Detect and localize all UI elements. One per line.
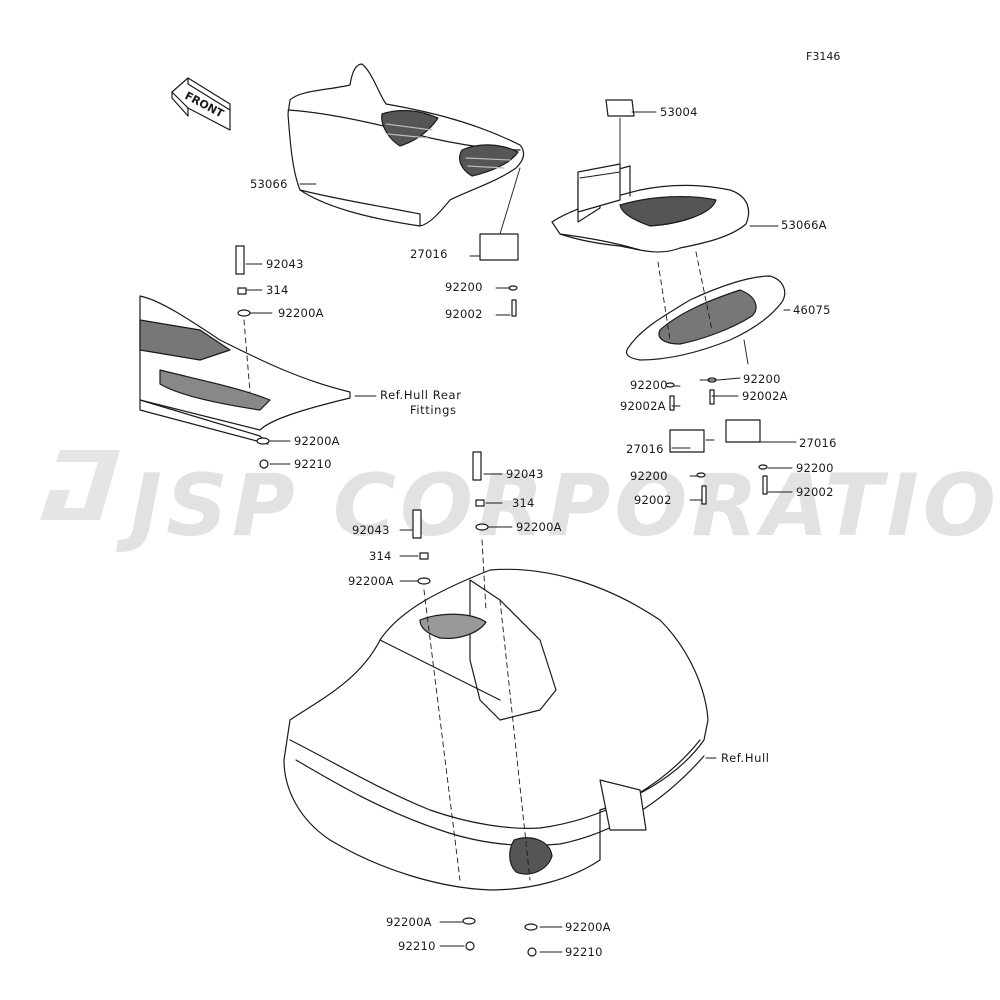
- callout-92200a: 92200A: [278, 306, 324, 320]
- callout-92002a: 92002A: [742, 389, 788, 403]
- callout-92200: 92200: [630, 469, 668, 483]
- seat-front: [287, 63, 525, 227]
- callout-ref-hull-rear: Ref.Hull Rear: [380, 388, 462, 402]
- hull-rear-fittings: [139, 295, 351, 445]
- callout-314: 314: [512, 496, 535, 510]
- callout-46075: 46075: [793, 303, 831, 317]
- callout-92002: 92002: [445, 307, 483, 321]
- callout-92002: 92002: [634, 493, 672, 507]
- hull-body: [283, 568, 709, 891]
- callout-314: 314: [369, 549, 392, 563]
- callout-53066a: 53066A: [781, 218, 827, 232]
- callout-27016: 27016: [410, 247, 448, 261]
- plate-27016-c: [725, 419, 761, 443]
- callout-92200a: 92200A: [565, 920, 611, 934]
- callout-27016: 27016: [799, 436, 837, 450]
- callout-53066: 53066: [250, 177, 288, 191]
- callout-92002: 92002: [796, 485, 834, 499]
- callout-53004: 53004: [660, 105, 698, 119]
- seat-rear: [551, 99, 750, 253]
- fasteners: [235, 245, 768, 957]
- callout-92210: 92210: [294, 457, 332, 471]
- callout-92043: 92043: [506, 467, 544, 481]
- callout-92200: 92200: [796, 461, 834, 475]
- callout-92200a: 92200A: [294, 434, 340, 448]
- callout-92200a: 92200A: [348, 574, 394, 588]
- callout-92200a: 92200A: [516, 520, 562, 534]
- callout-92200a: 92200A: [386, 915, 432, 929]
- callout-92210: 92210: [565, 945, 603, 959]
- callout-92043: 92043: [352, 523, 390, 537]
- figure-code: F3146: [806, 50, 841, 63]
- callout-27016: 27016: [626, 442, 664, 456]
- callout-92043: 92043: [266, 257, 304, 271]
- callout-92200: 92200: [630, 378, 668, 392]
- plate-27016-b: [669, 429, 705, 453]
- alignment-lines: [243, 251, 713, 881]
- callout-ref-hull-rear-fittings: Fittings: [410, 403, 457, 417]
- rear-deck-46075: [625, 275, 786, 361]
- front-arrow-icon: FRONT: [171, 77, 231, 131]
- callout-92200: 92200: [445, 280, 483, 294]
- plate-27016-a: [479, 233, 519, 261]
- callout-314: 314: [266, 283, 289, 297]
- callout-92210: 92210: [398, 939, 436, 953]
- callout-92200: 92200: [743, 372, 781, 386]
- leader-lines: [245, 111, 797, 953]
- callout-ref-hull: Ref.Hull: [721, 751, 770, 765]
- callout-92002a: 92002A: [620, 399, 666, 413]
